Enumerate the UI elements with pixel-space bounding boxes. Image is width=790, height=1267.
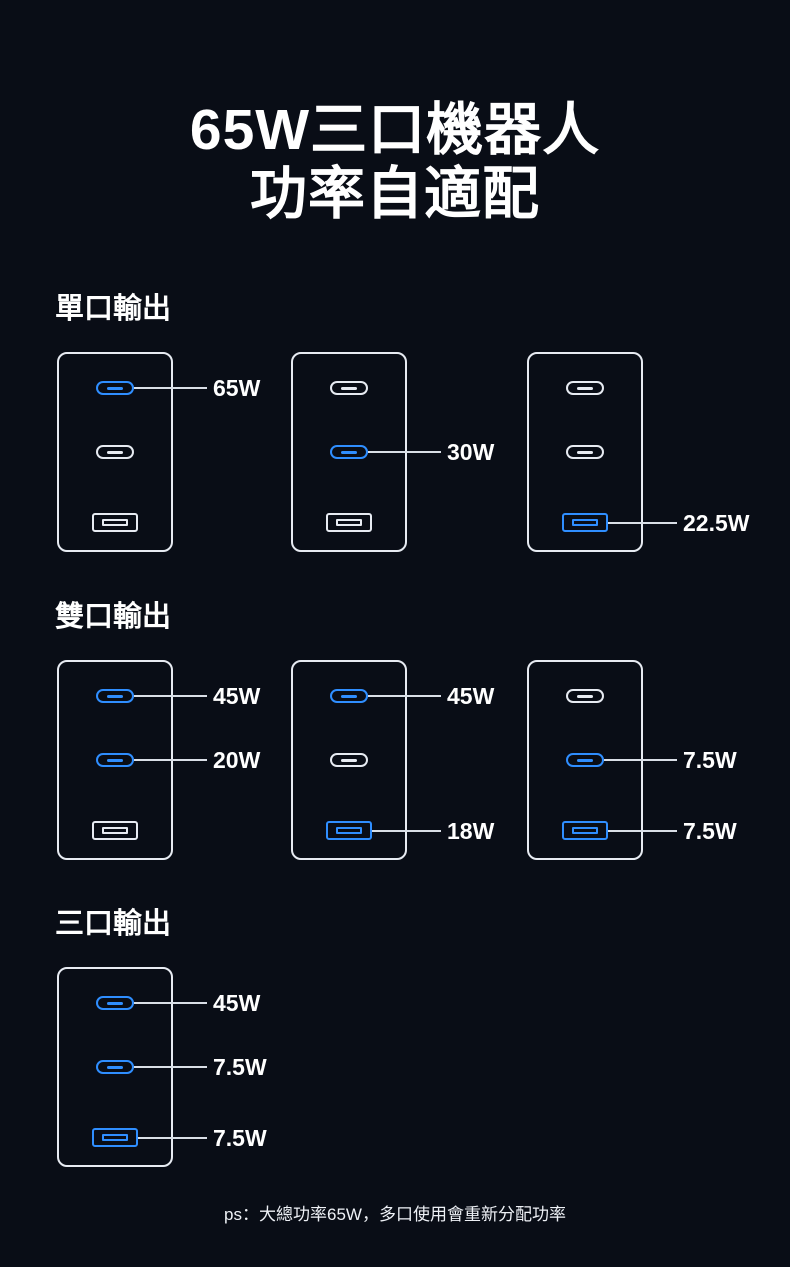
wattage-label: 22.5W — [683, 510, 750, 536]
connector-line — [138, 1137, 207, 1139]
port-pin — [107, 386, 123, 390]
port-pin — [572, 519, 598, 526]
section-heading: 單口輸出 — [55, 293, 172, 325]
wattage-label: 7.5W — [213, 1054, 267, 1080]
page-title: 65W三口機器人 功率自適配 — [0, 98, 790, 226]
connector-line — [368, 695, 441, 697]
usb-a-port — [92, 821, 138, 840]
wattage-label: 30W — [447, 439, 495, 465]
wattage-label: 7.5W — [683, 747, 737, 773]
port-pin — [107, 1065, 123, 1069]
usb-a-port — [92, 513, 138, 532]
port-pin — [102, 519, 128, 526]
wattage-label: 45W — [447, 683, 495, 709]
charger-outline — [527, 352, 643, 552]
charger-diagram: 7.5W 7.5W — [527, 660, 737, 860]
port-pin — [107, 450, 123, 454]
port-pin — [107, 1001, 123, 1005]
connector-line — [368, 451, 441, 453]
title-line-2: 功率自適配 — [250, 162, 540, 226]
usb-c-port-active — [330, 445, 368, 459]
connector-line — [134, 1002, 207, 1004]
title-line-1: 65W三口機器人 — [189, 98, 601, 162]
charger-diagram: 30W — [291, 352, 494, 552]
usb-c-port — [566, 445, 604, 459]
wattage-label: 45W — [213, 683, 261, 709]
connector-line — [608, 830, 677, 832]
wattage-label: 7.5W — [683, 818, 737, 844]
port-pin — [577, 450, 593, 454]
usb-a-port-active — [562, 821, 608, 840]
port-pin — [102, 827, 128, 834]
usb-c-port — [566, 689, 604, 703]
footnote: ps：大總功率65W，多口使用會重新分配功率 — [224, 1205, 566, 1224]
connector-line — [372, 830, 441, 832]
port-pin — [341, 758, 357, 762]
connector-line — [608, 522, 677, 524]
wattage-label: 7.5W — [213, 1125, 267, 1151]
port-pin — [577, 386, 593, 390]
port-pin — [577, 694, 593, 698]
port-pin — [107, 758, 123, 762]
wattage-label: 65W — [213, 375, 261, 401]
usb-c-port-active — [96, 689, 134, 703]
usb-a-port-active — [92, 1128, 138, 1147]
section-heading: 三口輸出 — [55, 908, 172, 940]
charger-diagram: 45W 20W — [57, 660, 260, 860]
charger-diagram: 22.5W — [527, 352, 749, 552]
usb-c-port — [330, 753, 368, 767]
charger-outline — [57, 352, 173, 552]
usb-c-port — [96, 445, 134, 459]
port-pin — [341, 694, 357, 698]
usb-c-port-active — [96, 381, 134, 395]
usb-c-port-active — [96, 1060, 134, 1074]
connector-line — [134, 387, 207, 389]
charger-diagram: 45W 7.5W 7.5W — [57, 967, 267, 1167]
port-pin — [577, 758, 593, 762]
usb-c-port-active — [96, 996, 134, 1010]
connector-line — [134, 759, 207, 761]
port-pin — [102, 1134, 128, 1141]
usb-c-port — [566, 381, 604, 395]
charger-diagram: 65W — [57, 352, 260, 552]
usb-a-port — [326, 513, 372, 532]
wattage-label: 45W — [213, 990, 261, 1016]
port-pin — [336, 827, 362, 834]
usb-c-port-active — [566, 753, 604, 767]
usb-c-port-active — [330, 689, 368, 703]
connector-line — [134, 1066, 207, 1068]
port-pin — [341, 386, 357, 390]
connector-line — [604, 759, 677, 761]
usb-a-port-active — [326, 821, 372, 840]
usb-c-port — [330, 381, 368, 395]
port-pin — [107, 694, 123, 698]
port-pin — [336, 519, 362, 526]
section-heading: 雙口輸出 — [55, 601, 172, 633]
charger-diagram: 45W 18W — [291, 660, 494, 860]
connector-line — [134, 695, 207, 697]
wattage-label: 18W — [447, 818, 495, 844]
wattage-label: 20W — [213, 747, 261, 773]
port-pin — [341, 450, 357, 454]
usb-a-port-active — [562, 513, 608, 532]
usb-c-port-active — [96, 753, 134, 767]
charger-outline — [291, 660, 407, 860]
port-pin — [572, 827, 598, 834]
